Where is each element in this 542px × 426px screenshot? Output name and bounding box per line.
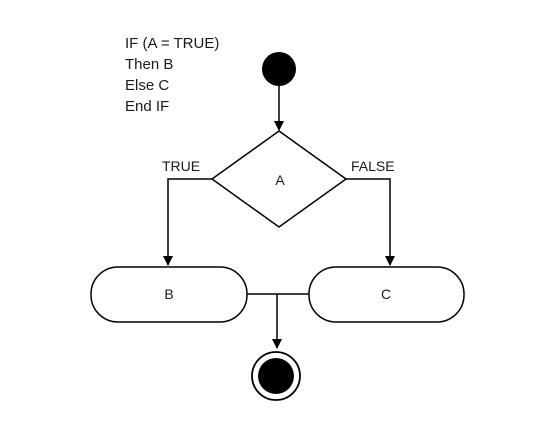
pseudocode-line-else: Else C [125,77,170,94]
pseudocode-block: IF (A = TRUE) Then B Else C End IF [125,33,219,117]
action-c-label: C [381,286,391,302]
final-node-inner [258,358,294,394]
initial-node [262,52,296,86]
decision-label: A [275,172,285,188]
pseudocode-line-then: Then B [125,56,174,73]
pseudocode-line-if: IF (A = TRUE) [125,35,220,52]
flow-false-branch [346,178,395,266]
false-guard-label: FALSE [351,158,395,174]
flow-true-branch [163,178,212,266]
decision-node [210,130,348,228]
true-guard-label: TRUE [162,158,200,174]
action-b-label: B [164,286,173,302]
pseudocode-line-endif: End IF [125,98,170,115]
